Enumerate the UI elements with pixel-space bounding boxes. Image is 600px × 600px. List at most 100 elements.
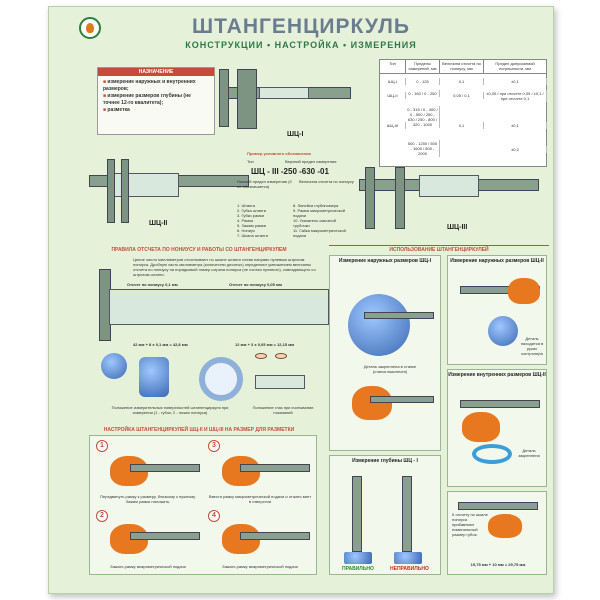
table-header: Тип bbox=[380, 60, 406, 74]
step-text: Зажать рамку микрометрической подачи bbox=[222, 564, 298, 569]
step-number: 1 bbox=[96, 440, 108, 452]
step-number: 2 bbox=[96, 510, 108, 522]
scale-view-illustration bbox=[255, 375, 305, 389]
part-item: 6. Нониус bbox=[237, 228, 255, 233]
depth-measure-panel: Измерение глубины ШЦ - I ПРАВИЛЬНО НЕПРА… bbox=[329, 455, 441, 575]
panel-title: Измерение наружных размеров ШЦ-II bbox=[450, 258, 544, 264]
eye-icon bbox=[275, 353, 287, 359]
divider bbox=[329, 245, 549, 246]
caliper-illustration bbox=[352, 476, 362, 552]
outer-measure-panel-2: Измерение наружных размеров ШЦ-II Деталь… bbox=[447, 255, 547, 365]
part-item: 10. Указатель сквозной трубочки bbox=[293, 218, 336, 228]
table-cell: 0,05 / 0,1 bbox=[440, 92, 484, 99]
ring-illustration bbox=[472, 444, 512, 464]
table-cell: ШЦ-I bbox=[380, 78, 406, 85]
page-title: ШТАНГЕНЦИРКУЛЬ bbox=[192, 15, 410, 38]
caliper-illustration bbox=[364, 312, 434, 319]
caliper-illustration bbox=[370, 396, 434, 403]
step-text: Ввести рамку микрометрической подачи и о… bbox=[208, 494, 312, 504]
purpose-item: разметка bbox=[103, 107, 209, 114]
incorrect-label: НЕПРАВИЛЬНО bbox=[390, 566, 429, 572]
table-cell: ±0,1 bbox=[484, 78, 547, 85]
panel-title: Измерение наружных размеров ШЦ-I bbox=[338, 258, 432, 264]
caliper-illustration bbox=[130, 532, 200, 540]
table-cell: ШЦ-III bbox=[380, 122, 406, 129]
count-label-005: Отсчет по нониусу 0,05 мм bbox=[229, 282, 282, 287]
correct-label: ПРАВИЛЬНО bbox=[342, 566, 374, 572]
example-type: Тип bbox=[247, 159, 254, 164]
part-illustration bbox=[139, 357, 169, 397]
example-title: Пример условного обозначения bbox=[247, 151, 311, 156]
table-cell: 0,1 bbox=[440, 78, 484, 85]
panel-title: Измерение глубины ШЦ - I bbox=[352, 458, 418, 464]
ring-illustration bbox=[199, 357, 243, 401]
formula-2: 12 мм + 3 х 0,05 мм = 12,15 мм bbox=[235, 342, 295, 347]
specs-table: Тип Пределы измерений, мм Величина отсче… bbox=[379, 59, 547, 167]
rules-text: Целое число миллиметров отсчитывают по ш… bbox=[133, 257, 316, 277]
part-illustration bbox=[394, 552, 422, 564]
formula-3: 19,75 мм + 10 мм = 29,75 мм bbox=[470, 562, 526, 567]
table-cell: 0,1 bbox=[440, 122, 484, 129]
example-upper: Верхний предел измерения bbox=[285, 159, 337, 164]
part-item: 1. Штанга bbox=[237, 203, 255, 208]
part-illustration bbox=[488, 316, 518, 346]
hand-illustration bbox=[488, 514, 522, 538]
setup-panel: 1 3 2 4 Передвинуть рамку к размеру, бли… bbox=[89, 435, 317, 575]
panel-title: Измерение внутренних размеров ШЦ-II bbox=[448, 372, 546, 378]
usage-title: ИСПОЛЬЗОВАНИЕ ШТАНГЕНЦИРКУЛЕЙ bbox=[389, 247, 489, 253]
note: Деталь находится в руках контролера bbox=[520, 336, 544, 356]
table-cell: 0 - 125 bbox=[406, 78, 440, 85]
table-header: Величина отсчета по нониусу, мм bbox=[440, 60, 484, 74]
part-item: 4. Рамка bbox=[237, 218, 254, 223]
purpose-header: НАЗНАЧЕНИЕ bbox=[98, 68, 214, 76]
shc3-label: ШЦ-III bbox=[447, 224, 468, 231]
example-count: Величина отсчета по нониусу bbox=[299, 179, 354, 184]
purpose-item: измерение размеров глубины (не точнее 12… bbox=[103, 93, 209, 107]
inner-reading-panel: К отсчету по шкале нониуса прибавляют но… bbox=[447, 491, 547, 575]
note: Деталь закреплена в станке (станок выклю… bbox=[363, 364, 417, 374]
example-lower: Нижний предел измерения (0 не обозначает… bbox=[237, 179, 292, 189]
part-item: 11. Гайка микрометрической подачи bbox=[293, 228, 346, 238]
step-text: Зажать рамку микрометрической подачи bbox=[110, 564, 186, 569]
inner-measure-panel: Измерение внутренних размеров ШЦ-II Дета… bbox=[447, 369, 547, 487]
part-item: 9. Рамка микрометрической подачи bbox=[293, 208, 346, 218]
part-illustration bbox=[344, 552, 372, 564]
table-cell: ШЦ-II bbox=[380, 92, 406, 99]
parts-list-left: 1. Штанга 2. Губка штанги 3. Губки рамки… bbox=[237, 203, 268, 238]
part-item: 3. Губки рамки bbox=[237, 213, 264, 218]
caliper-illustration bbox=[240, 464, 310, 472]
logo-icon bbox=[79, 17, 101, 39]
part-item: 5. Зажим рамки bbox=[237, 223, 267, 228]
shc2-label: ШЦ-II bbox=[149, 220, 168, 227]
parts-list-right: 8. Линейка глубиномера 9. Рамка микромет… bbox=[293, 203, 353, 238]
eye-icon bbox=[255, 353, 267, 359]
part-illustration bbox=[101, 353, 127, 379]
page-subtitle: КОНСТРУКЦИИ • НАСТРОЙКА • ИЗМЕРЕНИЯ bbox=[185, 40, 417, 50]
part-item: 7. Шкала штанги bbox=[237, 233, 268, 238]
part-item: 8. Линейка глубиномера bbox=[293, 203, 339, 208]
table-header: Пределы измерений, мм bbox=[406, 60, 440, 74]
purpose-box: НАЗНАЧЕНИЕ измерение наружных и внутренн… bbox=[97, 67, 215, 135]
table-cell: ±0,1 bbox=[484, 122, 547, 129]
poster: ШТАНГЕНЦИРКУЛЬ КОНСТРУКЦИИ • НАСТРОЙКА •… bbox=[48, 6, 554, 594]
caliper-illustration bbox=[130, 464, 200, 472]
table-cell: ±0,2 bbox=[484, 146, 547, 153]
hand-illustration bbox=[508, 278, 540, 304]
caption-1: Положение измерительных поверхностей шта… bbox=[111, 405, 229, 415]
table-cell: 500 - 1250 / 500 - 1600 / 800 - 2000 bbox=[406, 140, 440, 157]
purpose-item: измерение наружных и внутренних размеров… bbox=[103, 79, 209, 93]
table-header: Предел допускаемой погрешности, мм bbox=[484, 60, 547, 74]
note: Деталь закреплена bbox=[518, 448, 540, 458]
caliper-illustration bbox=[402, 476, 412, 552]
caliper-illustration bbox=[460, 400, 540, 408]
example-code: ШЦ - III -250 -630 -01 bbox=[251, 167, 329, 176]
formula-1: 42 мм + 8 х 0,1 мм = 42,8 мм bbox=[133, 342, 188, 347]
step-number: 3 bbox=[208, 440, 220, 452]
caliper-illustration bbox=[458, 502, 538, 510]
note: К отсчету по шкале нониуса прибавляют но… bbox=[452, 512, 488, 537]
step-text: Передвинуть рамку к размеру, близкому к … bbox=[100, 494, 196, 504]
chuck-illustration bbox=[348, 294, 410, 356]
hand-illustration bbox=[462, 412, 500, 442]
caption-2: Положение глаз при считывании показаний bbox=[252, 405, 314, 415]
shc1-label: ШЦ-I bbox=[287, 131, 304, 138]
